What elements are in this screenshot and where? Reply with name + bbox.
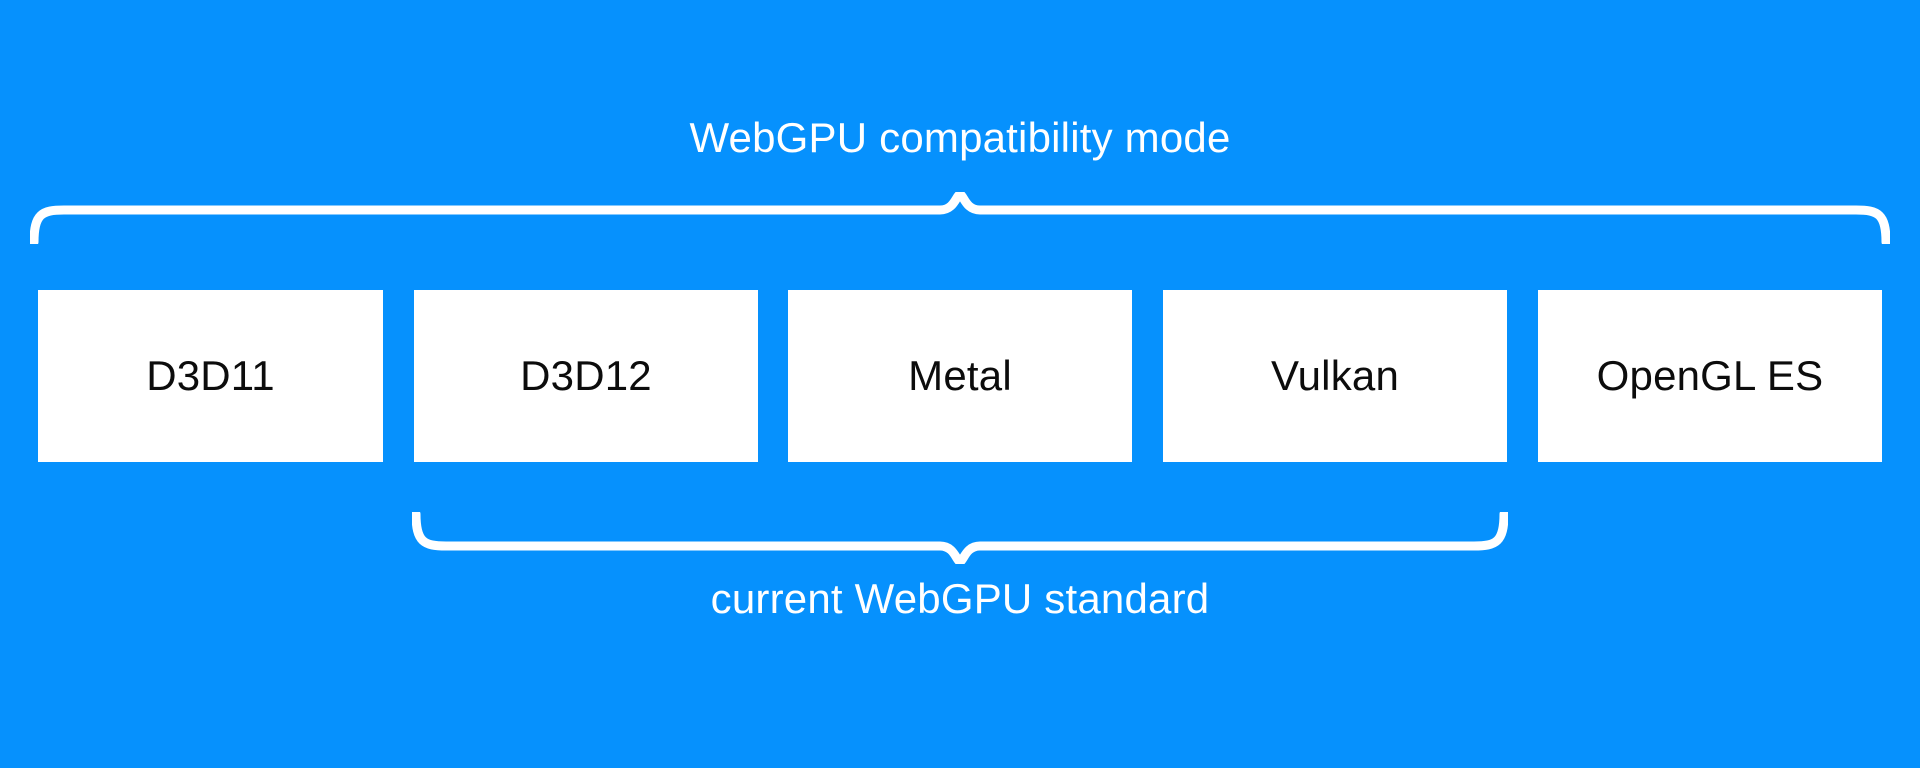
api-box-opengl-es[interactable]: OpenGL ES bbox=[1538, 290, 1882, 462]
api-box-vulkan[interactable]: Vulkan bbox=[1163, 290, 1507, 462]
api-box-label: D3D11 bbox=[146, 352, 275, 399]
bottom-group-label: current WebGPU standard bbox=[710, 575, 1210, 622]
api-box-metal[interactable]: Metal bbox=[788, 290, 1132, 462]
top-curly-brace bbox=[30, 192, 1890, 244]
api-box-label: D3D12 bbox=[520, 352, 652, 399]
api-box-label: Metal bbox=[908, 352, 1012, 399]
api-box-d3d11[interactable]: D3D11 bbox=[38, 290, 383, 462]
api-box-label: OpenGL ES bbox=[1596, 352, 1824, 399]
api-box-d3d12[interactable]: D3D12 bbox=[414, 290, 758, 462]
bottom-curly-brace bbox=[412, 512, 1508, 564]
api-boxes-row: D3D11 D3D12 Metal Vulkan OpenGL ES bbox=[38, 290, 1882, 462]
top-group-label: WebGPU compatibility mode bbox=[689, 114, 1231, 161]
api-box-label: Vulkan bbox=[1270, 352, 1400, 399]
